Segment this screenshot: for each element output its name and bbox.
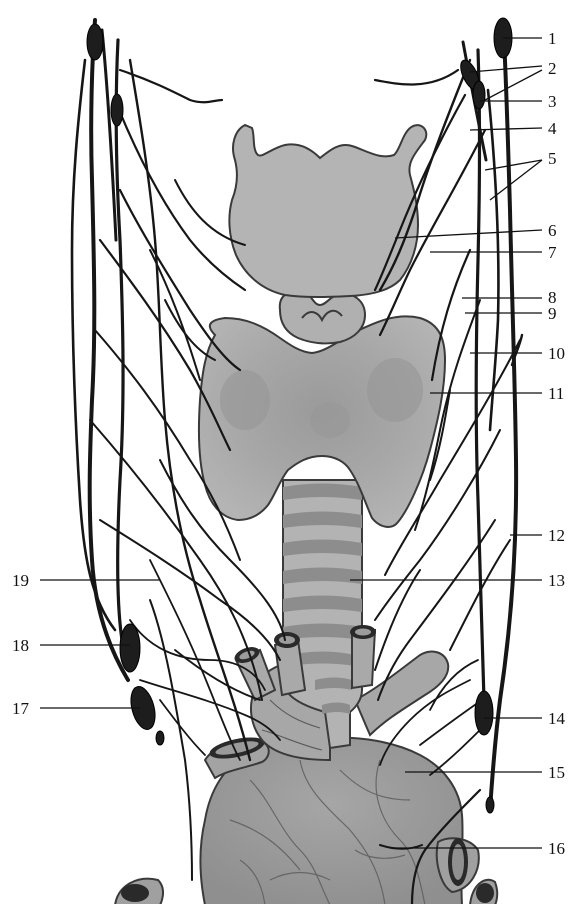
callout-16: 16	[548, 839, 565, 858]
callout-10: 10	[548, 344, 565, 363]
lymph-node-left-lower-1	[120, 624, 140, 672]
callout-13: 13	[548, 571, 565, 590]
callout-5: 5	[548, 149, 557, 168]
callout-14: 14	[548, 709, 566, 728]
callout-11: 11	[548, 384, 564, 403]
callout-12: 12	[548, 526, 565, 545]
callout-2: 2	[548, 59, 557, 78]
lymph-node-small-right	[486, 797, 494, 813]
callout-3: 3	[548, 92, 557, 111]
callout-1: 1	[548, 29, 557, 48]
callout-19: 19	[12, 571, 29, 590]
lymph-node-mid-right	[473, 81, 485, 109]
lymph-node-right-lower	[475, 691, 493, 735]
lymph-node-top-left	[87, 24, 103, 60]
callout-4: 4	[548, 119, 557, 138]
callout-17: 17	[12, 699, 30, 718]
callout-15: 15	[548, 763, 565, 782]
lymph-node-small-left	[156, 731, 164, 745]
callout-7: 7	[548, 243, 557, 262]
callout-18: 18	[12, 636, 29, 655]
lymph-node-upper-left	[111, 94, 123, 126]
callout-6: 6	[548, 221, 557, 240]
callout-9: 9	[548, 304, 557, 323]
